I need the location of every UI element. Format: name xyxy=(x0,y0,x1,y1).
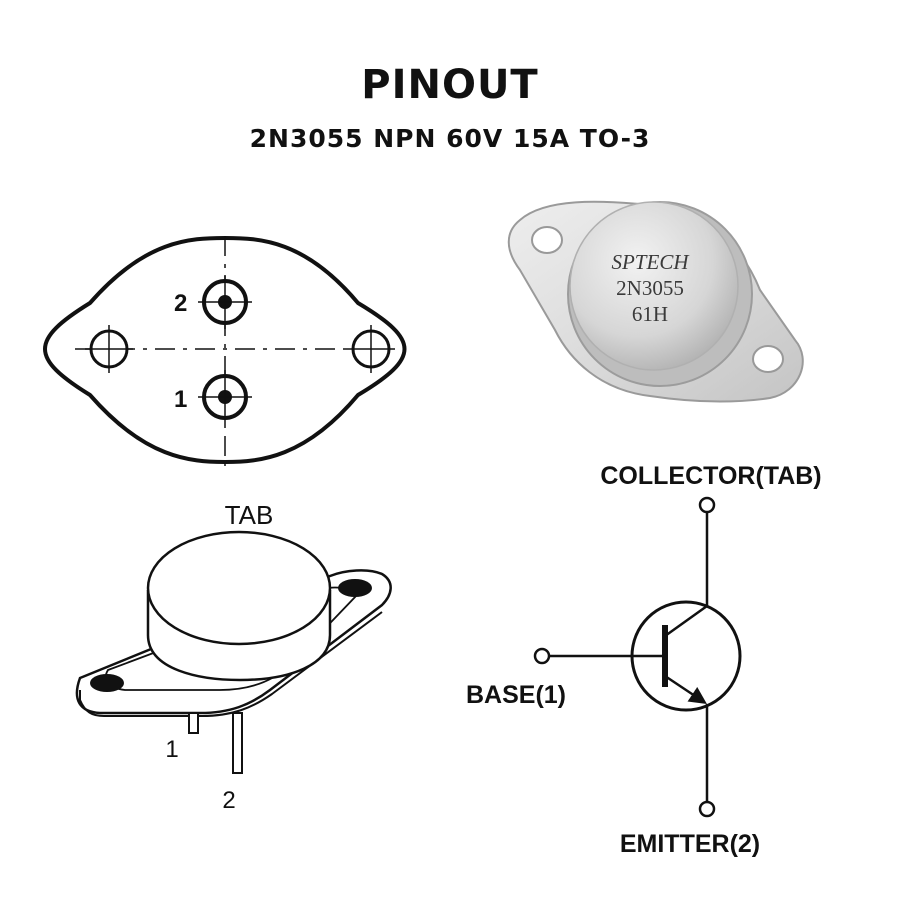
photo-cap xyxy=(569,201,739,371)
page-subtitle: 2N3055 NPN 60V 15A TO-3 xyxy=(249,124,651,153)
tab-label: TAB xyxy=(225,500,274,530)
photo-marking-code: 61H xyxy=(632,302,668,326)
bottom-view-drawing: 2 1 xyxy=(43,235,407,466)
bottom-pin-2-label: 2 xyxy=(174,290,187,317)
photo-hole-left xyxy=(531,226,563,254)
emitter-label: EMITTER(2) xyxy=(620,830,760,858)
photo-marking-brand: SPTECH xyxy=(611,250,690,274)
emitter-terminal xyxy=(698,800,716,818)
transistor-photo: SPTECH 2N3055 61H xyxy=(507,200,804,403)
photo-hole-right xyxy=(752,345,784,373)
package-drawing: TAB 1 2 xyxy=(75,500,392,814)
package-pin-1 xyxy=(188,712,199,734)
collector-terminal xyxy=(698,496,716,514)
page-title: PINOUT xyxy=(361,62,539,108)
package-pin-2-label: 2 xyxy=(222,787,235,814)
pin-2-hole xyxy=(198,275,252,329)
photo-marking-part: 2N3055 xyxy=(616,276,684,300)
bottom-pin-1-label: 1 xyxy=(174,386,187,413)
base-terminal xyxy=(533,647,551,665)
package-cap xyxy=(146,530,332,646)
emitter-arrow xyxy=(664,674,707,704)
package-pin-2 xyxy=(232,712,243,774)
package-pin-1-label: 1 xyxy=(165,736,178,763)
pin-1-hole xyxy=(198,370,252,424)
npn-schematic: COLLECTOR(TAB) BASE(1) EMITTER(2) xyxy=(466,462,822,858)
mounting-hole-left xyxy=(85,325,133,373)
mounting-hole-right xyxy=(347,325,395,373)
package-hole-left xyxy=(90,674,124,692)
base-label: BASE(1) xyxy=(466,681,566,709)
package-hole-right xyxy=(338,579,372,597)
collector-label: COLLECTOR(TAB) xyxy=(600,462,821,490)
